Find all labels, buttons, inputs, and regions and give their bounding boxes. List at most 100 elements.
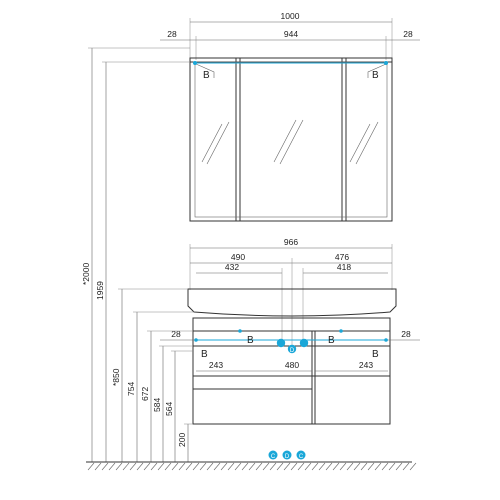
floor-hatch-line — [409, 462, 417, 471]
floor-marker-c-left: C — [271, 454, 276, 460]
connection-marker-icon — [296, 450, 306, 460]
floor-hatch-line — [143, 462, 151, 471]
vanity-marker-b-1: B — [247, 335, 254, 346]
connection-marker-icon — [339, 329, 343, 333]
vanity-total-width: 966 — [284, 237, 298, 247]
vanity-marker-b-2: B — [328, 335, 335, 346]
floor-hatch-line — [353, 462, 361, 471]
vanity-right-to-center: 476 — [335, 252, 349, 262]
floor-hatch-line — [395, 462, 403, 471]
vanity-unit: 28 28 B B B B D 243 480 243 — [160, 288, 420, 425]
floor-hatch-line — [402, 462, 410, 471]
floor-hatch-line — [255, 462, 263, 471]
floor-hatch-line — [227, 462, 235, 471]
floor-hatch-line — [262, 462, 270, 471]
floor-hatch-line — [269, 462, 277, 471]
height-672: 672 — [140, 387, 150, 401]
cabinet-total-width: 1000 — [281, 11, 300, 21]
floor-marker-d-mid: D — [285, 454, 290, 460]
vanity-marker-d: D — [290, 348, 295, 354]
connection-marker-icon — [384, 61, 388, 65]
floor-hatch-line — [87, 462, 95, 471]
floor-hatch-line — [339, 462, 347, 471]
vanity-dimensions: 966 490 476 432 418 — [189, 237, 393, 345]
vanity-bottom-center: 480 — [285, 360, 299, 370]
floor-hatch-line — [332, 462, 340, 471]
floor-hatch-line — [297, 462, 305, 471]
connection-marker-icon — [276, 338, 286, 348]
floor-hatch-line — [318, 462, 326, 471]
floor-hatch-line — [185, 462, 193, 471]
floor-hatch-line — [248, 462, 256, 471]
floor-hatch-line — [283, 462, 291, 471]
cabinet-side-right: 28 — [403, 29, 413, 39]
height-754: 754 — [126, 382, 136, 396]
floor — [86, 461, 417, 471]
vanity-left-to-drain: 432 — [225, 262, 239, 272]
cabinet-inner-width: 944 — [284, 29, 298, 39]
height-200: 200 — [177, 433, 187, 447]
floor-hatch-line — [220, 462, 228, 471]
floor-hatch-line — [213, 462, 221, 471]
vanity-marker-b-4: B — [372, 349, 379, 360]
floor-hatch-line — [101, 462, 109, 471]
floor-hatch-line — [178, 462, 186, 471]
floor-hatch-line — [388, 462, 396, 471]
connection-marker-icon — [384, 338, 388, 342]
height-584: 584 — [152, 398, 162, 412]
floor-hatch-line — [129, 462, 137, 471]
floor-hatch-line — [199, 462, 207, 471]
floor-hatch-line — [136, 462, 144, 471]
height-2000: *2000 — [81, 263, 91, 285]
cabinet-dimensions: 1000 28 944 28 — [160, 11, 420, 60]
mirror-cabinet: B B — [189, 57, 393, 222]
vanity-left-to-center: 490 — [231, 252, 245, 262]
floor-hatch-line — [94, 462, 102, 471]
cabinet-marker-b-right: B — [372, 70, 379, 81]
floor-hatch-line — [122, 462, 130, 471]
floor-hatch-line — [171, 462, 179, 471]
vanity-side-left: 28 — [171, 329, 181, 339]
floor-hatch-line — [276, 462, 284, 471]
floor-hatch-line — [115, 462, 123, 471]
vanity-bottom-left: 243 — [209, 360, 223, 370]
cabinet-marker-b-left: B — [203, 70, 210, 81]
vanity-right-to-drain: 418 — [337, 262, 351, 272]
connection-marker-icon — [194, 338, 198, 342]
floor-hatch-line — [325, 462, 333, 471]
floor-hatch-line — [241, 462, 249, 471]
connection-marker-icon — [299, 338, 309, 348]
height-564: 564 — [164, 402, 174, 416]
floor-hatch-line — [108, 462, 116, 471]
floor-hatch-line — [164, 462, 172, 471]
height-dimensions: *2000 1959 *850 754 672 584 564 200 — [81, 47, 194, 462]
floor-hatch-line — [157, 462, 165, 471]
floor-hatch-line — [150, 462, 158, 471]
floor-hatch-line — [206, 462, 214, 471]
vanity-marker-b-3: B — [201, 349, 208, 360]
vanity-side-right: 28 — [401, 329, 411, 339]
floor-hatch-line — [311, 462, 319, 471]
floor-hatch-line — [234, 462, 242, 471]
connection-marker-icon — [268, 450, 278, 460]
floor-hatch-line — [290, 462, 298, 471]
floor-hatch-line — [374, 462, 382, 471]
height-1959: 1959 — [95, 281, 105, 300]
floor-hatch-line — [304, 462, 312, 471]
glass-reflection-icon — [201, 119, 379, 165]
floor-connection-markers: C D C — [268, 450, 306, 460]
floor-hatch-line — [360, 462, 368, 471]
cabinet-side-left: 28 — [167, 29, 177, 39]
connection-marker-icon — [238, 329, 242, 333]
connection-marker-icon — [282, 450, 292, 460]
height-850: *850 — [111, 368, 121, 386]
connection-marker-icon — [287, 344, 297, 354]
floor-hatch-line — [381, 462, 389, 471]
connection-marker-icon — [193, 61, 197, 65]
floor-marker-c-right: C — [299, 454, 304, 460]
floor-hatch-line — [367, 462, 375, 471]
floor-hatch-line — [192, 462, 200, 471]
vanity-bottom-right: 243 — [359, 360, 373, 370]
floor-hatch-line — [346, 462, 354, 471]
